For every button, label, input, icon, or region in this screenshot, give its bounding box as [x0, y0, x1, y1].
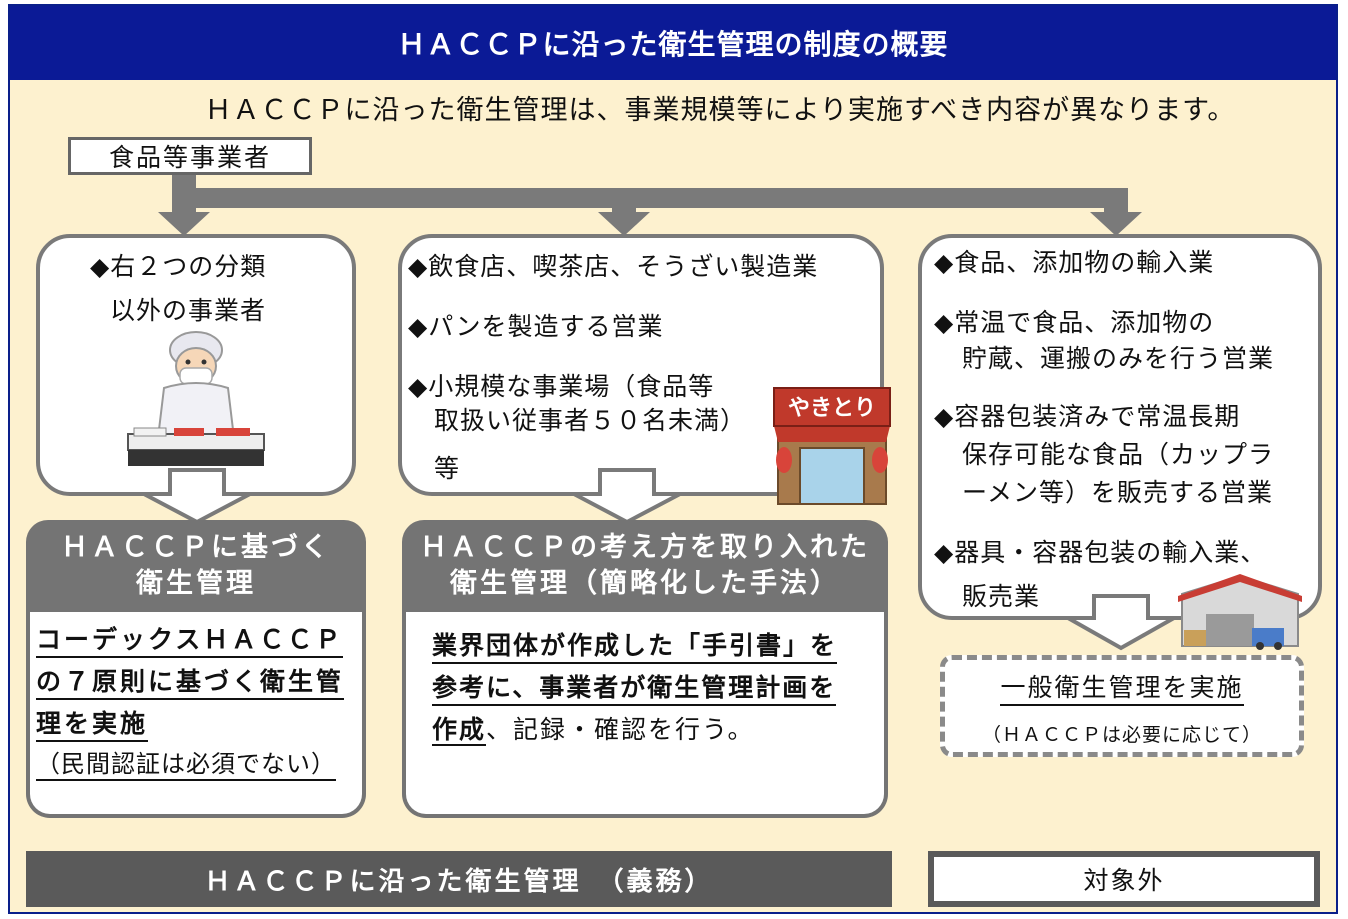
hollow-arrow-left [143, 468, 251, 525]
right-item-utensils-line2: 販売業 [962, 582, 1041, 611]
general-line1: 一般衛生管理を実施 [1000, 668, 1244, 706]
worker-illustration-icon [127, 331, 265, 466]
left-header-line2: 衛生管理 [136, 568, 256, 599]
right-item-storage-line2: 貯蔵、運搬のみを行う営業 [962, 344, 1275, 373]
left-result-line3: 理を実施 [36, 704, 149, 742]
right-item-packaged-line2: 保存可能な食品（カップラ [962, 440, 1275, 469]
middle-result-line3: 作成、記録・確認を行う。 [432, 710, 755, 746]
left-result-line4: （民間認証は必須でない） [36, 744, 336, 781]
middle-header-line1: ＨＡＣＣＰの考え方を取り入れた [420, 532, 870, 563]
right-category-box: ◆食品、添加物の輸入業 ◆常温で食品、添加物の 貯蔵、運搬のみを行う営業 ◆容器… [918, 234, 1322, 620]
arrowhead-middle [598, 212, 650, 236]
left-result-line2: の７原則に基づく衛生管 [36, 662, 345, 700]
right-item-storage-line1: ◆常温で食品、添加物の [934, 308, 1215, 337]
left-header-line1: ＨＡＣＣＰに基づく [61, 532, 331, 563]
right-item-packaged-line1: ◆容器包装済みで常温長期 [934, 402, 1241, 431]
left-category-line2: 以外の事業者 [110, 296, 267, 325]
intro-text: ＨＡＣＣＰに沿った衛生管理は、事業規模等により実施すべき内容が異なります。 [204, 95, 1236, 126]
left-result-box: コーデックスＨＡＣＣＰ の７原則に基づく衛生管 理を実施 （民間認証は必須でない… [26, 612, 366, 818]
middle-result-line1: 業界団体が作成した「手引書」を [432, 626, 838, 664]
general-hygiene-box: 一般衛生管理を実施 （ＨＡＣＣＰは必要に応じて） [940, 655, 1304, 757]
right-item-packaged-line3: ーメン等）を販売する営業 [962, 478, 1274, 507]
middle-result-line3-bold: 作成 [432, 715, 487, 746]
diagram-title: ＨＡＣＣＰに沿った衛生管理の制度の概要 [10, 6, 1336, 80]
middle-item-restaurants: ◆飲食店、喫茶店、そうざい製造業 [408, 252, 819, 281]
left-result-header: ＨＡＣＣＰに基づく 衛生管理 [26, 520, 366, 612]
horizontal-connector [172, 188, 1128, 208]
middle-result-line2: 参考に、事業者が衛生管理計画を [432, 668, 837, 706]
yakitori-shop-icon [773, 387, 891, 505]
general-line2: （ＨＡＣＣＰは必要に応じて） [981, 724, 1262, 746]
down-arrowheads [158, 212, 1142, 236]
middle-item-small-business-line2: 取扱い従事者５０名未満） [434, 406, 747, 435]
arrowhead-right [1090, 212, 1142, 236]
middle-result-header: ＨＡＣＣＰの考え方を取り入れた 衛生管理（簡略化した手法） [402, 520, 888, 612]
yakitori-sign-text: やきとり [787, 396, 876, 421]
excluded-box: 対象外 [928, 851, 1320, 907]
arrowhead-left [158, 212, 210, 236]
middle-result-line3-rest: 、記録・確認を行う。 [486, 715, 755, 744]
middle-result-box: 業界団体が作成した「手引書」を 参考に、事業者が衛生管理計画を 作成、記録・確認… [402, 612, 888, 818]
middle-header-line2: 衛生管理（簡略化した手法） [450, 568, 840, 599]
hollow-arrow-middle [573, 468, 681, 525]
left-result-line1: コーデックスＨＡＣＣＰ [36, 620, 344, 658]
mandatory-bar: ＨＡＣＣＰに沿った衛生管理 （義務） [26, 851, 892, 907]
hollow-arrow-right [1060, 594, 1182, 651]
warehouse-icon [1178, 574, 1302, 650]
middle-item-small-business-line1: ◆小規模な事業場（食品等 [408, 372, 715, 401]
root-node-food-business: 食品等事業者 [68, 137, 312, 175]
middle-item-bakery: ◆パンを製造する営業 [408, 312, 664, 341]
left-category-line1: ◆右２つの分類 [90, 252, 267, 281]
right-item-import: ◆食品、添加物の輸入業 [934, 248, 1215, 277]
right-item-utensils-line1: ◆器具・容器包装の輸入業、 [934, 538, 1267, 567]
left-category-box: ◆右２つの分類 以外の事業者 [36, 234, 356, 496]
middle-item-small-business-line3: 等 [434, 454, 461, 483]
